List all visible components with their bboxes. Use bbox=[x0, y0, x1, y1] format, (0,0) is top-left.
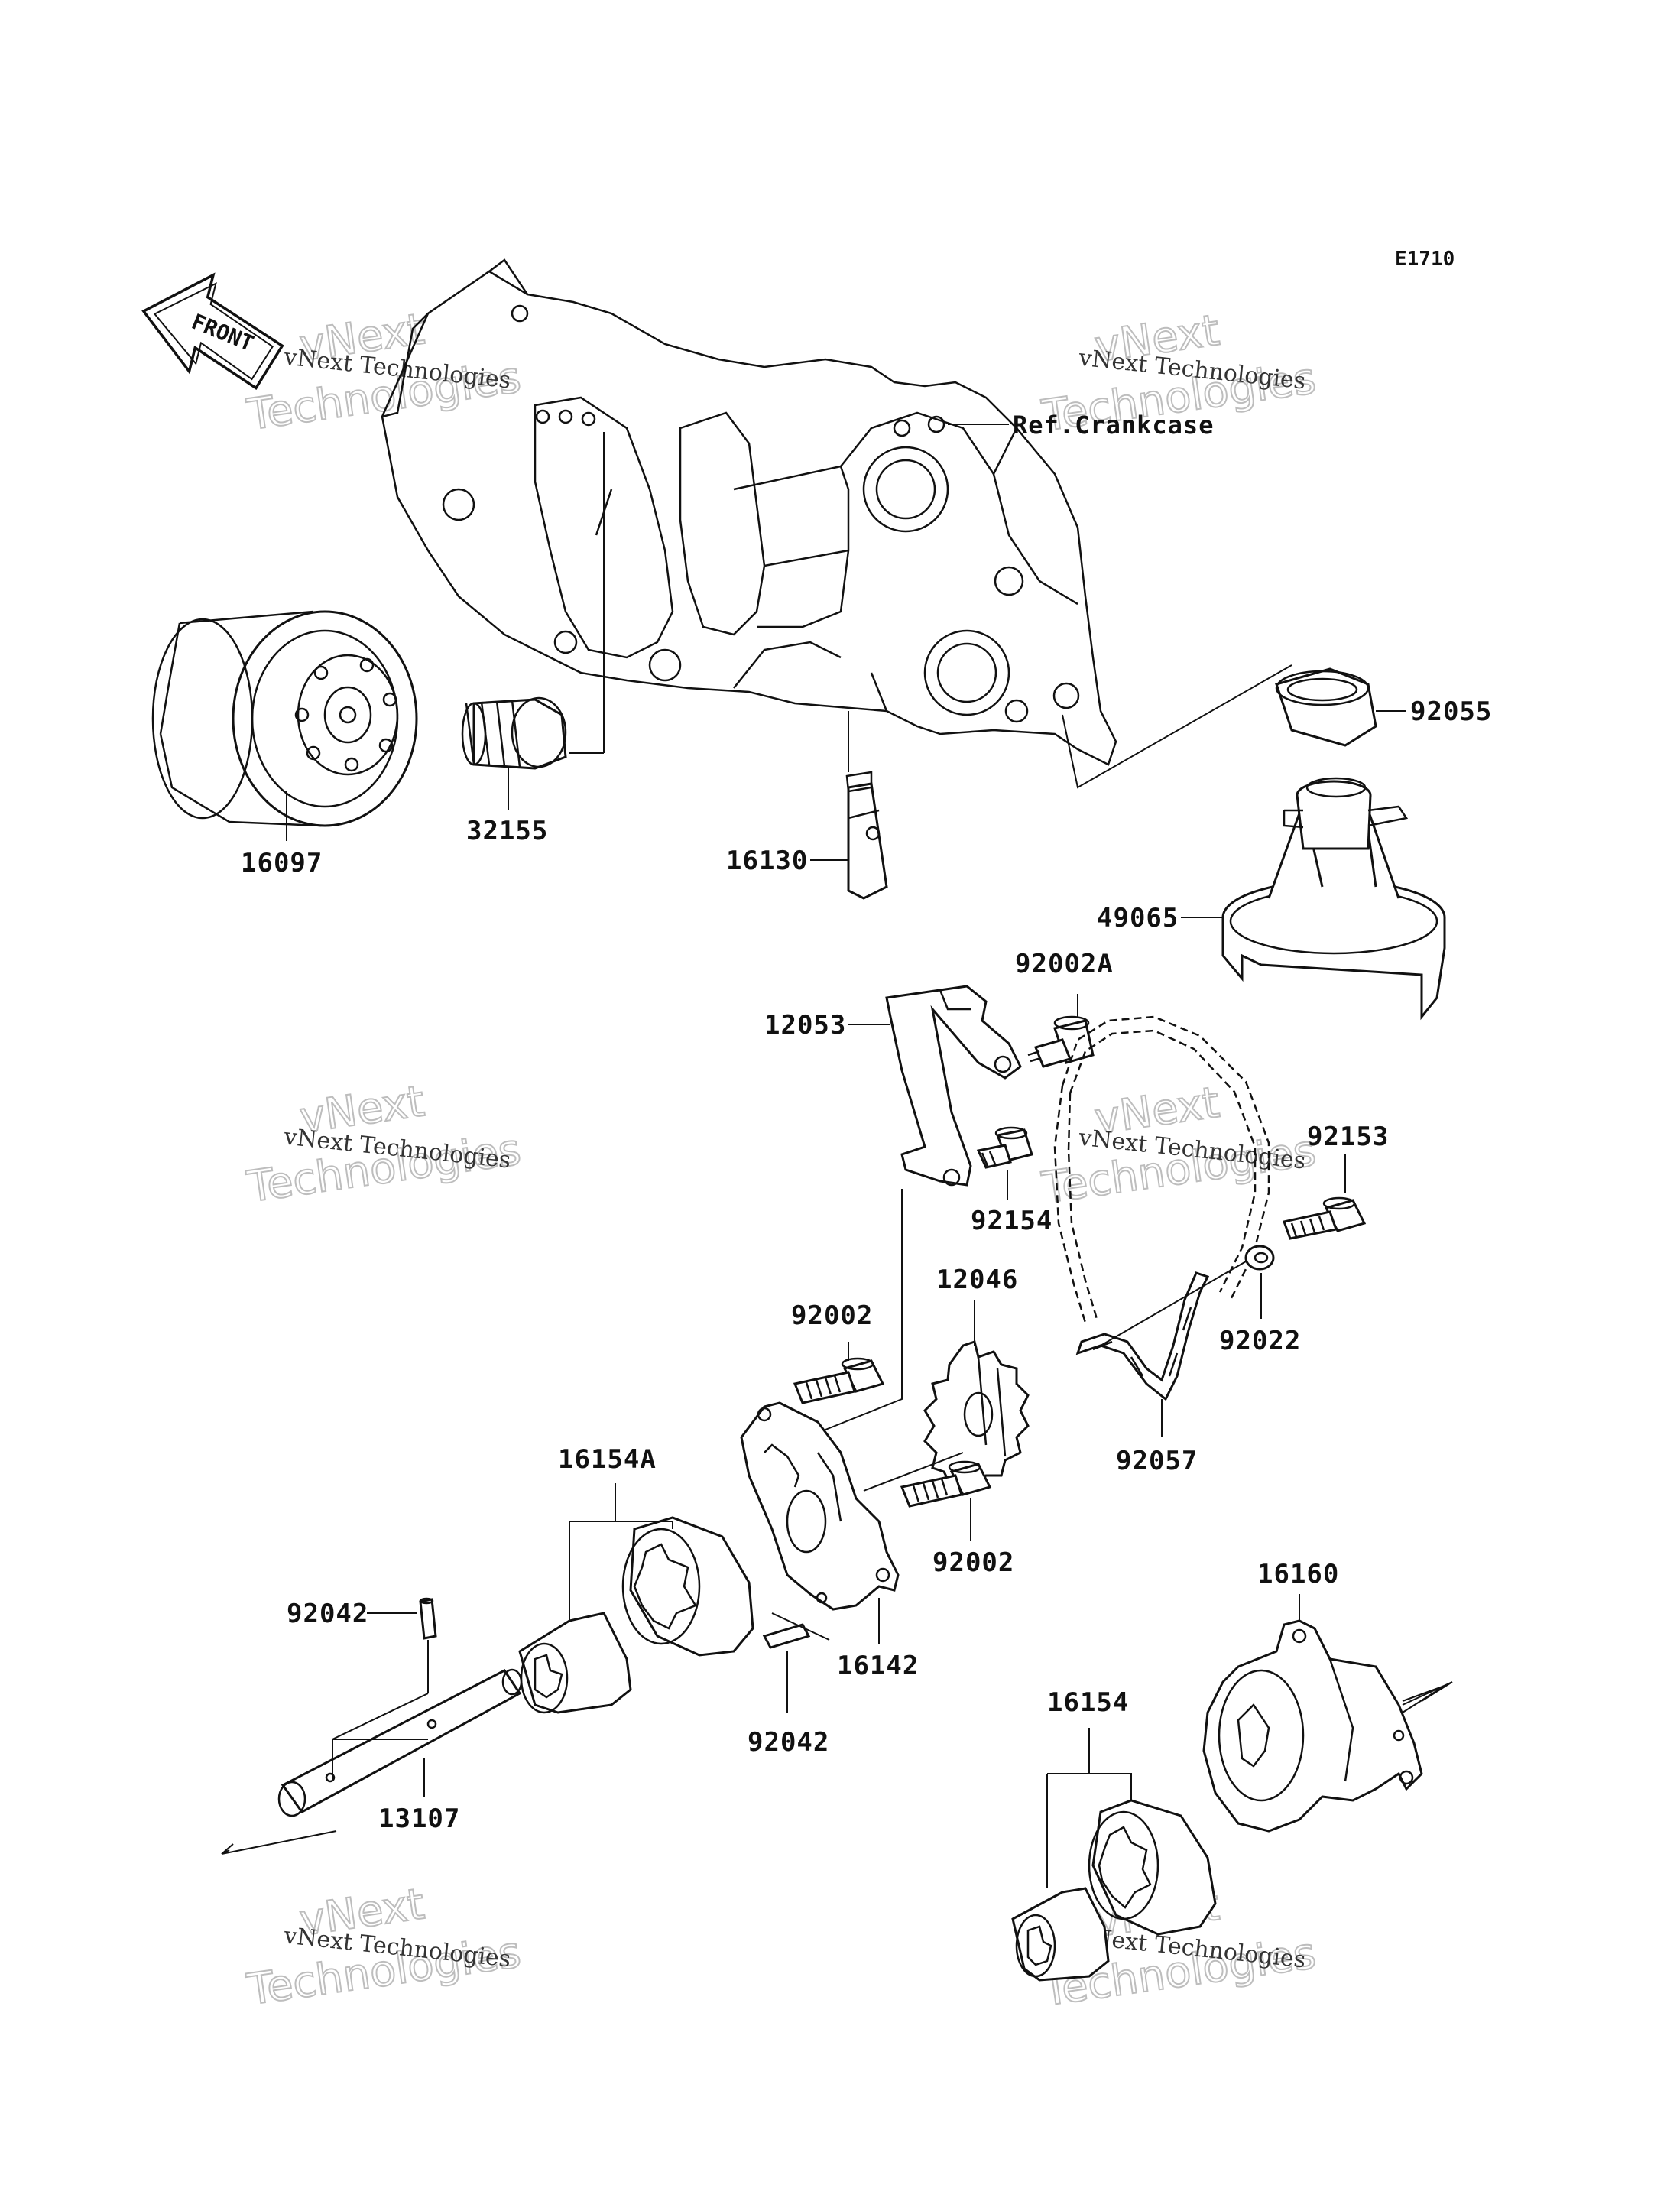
part-label-12053: 12053 bbox=[764, 1010, 846, 1041]
part-label-92002-upper: 92002 bbox=[791, 1300, 873, 1331]
shaft-axis-left bbox=[221, 1830, 337, 1855]
pipe-32155 bbox=[461, 696, 567, 770]
shaft-axis-right bbox=[1402, 1681, 1453, 1706]
part-label-32155: 32155 bbox=[466, 816, 548, 846]
oil-filter-16097 bbox=[151, 610, 418, 827]
guide-12053 bbox=[885, 985, 1022, 1187]
bolt-92153 bbox=[1283, 1196, 1367, 1240]
part-label-12046: 12046 bbox=[936, 1265, 1018, 1295]
bolt-92002-upper bbox=[793, 1357, 885, 1404]
rotor-outer-16154A bbox=[621, 1516, 754, 1657]
rotor-inner-16154 bbox=[1011, 1887, 1110, 1982]
rotor-outer-16154 bbox=[1088, 1799, 1217, 1936]
leader-guide-pump bbox=[825, 1189, 903, 1430]
bolt-92154 bbox=[976, 1126, 1033, 1169]
part-label-92042-lower: 92042 bbox=[748, 1727, 829, 1758]
oring-92055 bbox=[1275, 667, 1377, 747]
part-label-16160: 16160 bbox=[1257, 1559, 1339, 1589]
pin-92042-lower bbox=[762, 1623, 811, 1649]
part-label-92055: 92055 bbox=[1410, 696, 1492, 727]
leader-pins-shaft bbox=[332, 1693, 429, 1781]
pump-cover-16142 bbox=[740, 1401, 900, 1611]
part-label-92154: 92154 bbox=[971, 1206, 1052, 1236]
shaft-line-sprocket bbox=[863, 1452, 964, 1492]
part-label-92002-lower: 92002 bbox=[932, 1547, 1014, 1578]
part-label-16097: 16097 bbox=[241, 848, 323, 878]
leader-16154A bbox=[569, 1483, 673, 1621]
strainer-49065 bbox=[1221, 777, 1446, 1021]
leader-16154 bbox=[1046, 1728, 1132, 1888]
part-label-92042-upper: 92042 bbox=[287, 1599, 368, 1629]
part-label-16130: 16130 bbox=[726, 846, 808, 876]
pump-body-16160 bbox=[1202, 1619, 1423, 1833]
leader-92042-lower bbox=[771, 1612, 830, 1713]
chain-92057 bbox=[1053, 1015, 1270, 1401]
rotor-inner-16154A bbox=[518, 1612, 632, 1714]
part-label-92002A: 92002A bbox=[1015, 949, 1114, 979]
part-label-92057: 92057 bbox=[1116, 1446, 1198, 1476]
bolt-92002A bbox=[1027, 1015, 1095, 1068]
reference-label: Ref.Crankcase bbox=[1013, 411, 1214, 440]
sprocket-12046 bbox=[923, 1340, 1030, 1489]
washer-92022 bbox=[1244, 1245, 1275, 1271]
part-label-92153: 92153 bbox=[1307, 1122, 1389, 1152]
part-label-16142: 16142 bbox=[837, 1651, 919, 1681]
front-arrow-icon: FRONT bbox=[141, 272, 284, 391]
pin-92042-upper bbox=[419, 1597, 437, 1640]
bolt-92002-lower bbox=[900, 1460, 992, 1508]
crankcase-outline bbox=[381, 258, 1117, 766]
part-label-16154A: 16154A bbox=[558, 1444, 657, 1475]
part-label-16154: 16154 bbox=[1047, 1687, 1129, 1718]
part-label-13107: 13107 bbox=[378, 1804, 460, 1834]
shaft-13107 bbox=[277, 1668, 523, 1817]
part-label-92022: 92022 bbox=[1219, 1326, 1301, 1356]
part-label-49065: 49065 bbox=[1097, 903, 1179, 933]
switch-16130 bbox=[845, 771, 888, 900]
diagram-code: E1710 bbox=[1395, 248, 1455, 271]
leader-92055 bbox=[1062, 664, 1292, 789]
